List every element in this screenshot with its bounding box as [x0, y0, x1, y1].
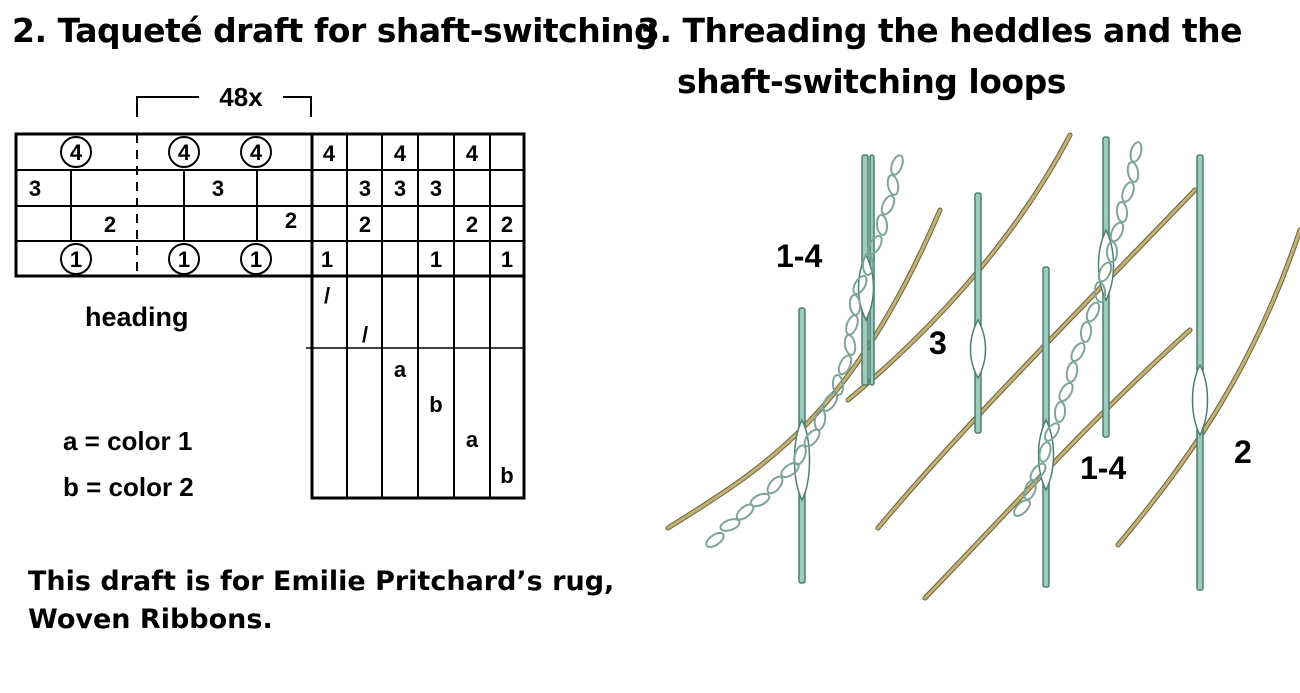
heddle-illustration [665, 132, 1300, 601]
note-line1: This draft is for Emilie Pritchard’s rug… [28, 566, 615, 597]
illustration-title-line2: shaft-switching loops [677, 62, 1066, 101]
taquete-draft: 48x 4 4 4 4 4 4 [14, 82, 526, 500]
thread-2-e: 2 [501, 212, 513, 237]
thread-4-f: 4 [466, 141, 479, 166]
label-1-4-right: 1-4 [1080, 450, 1127, 486]
thread-1-d: 1 [321, 247, 333, 272]
note-line2: Woven Ribbons. [28, 604, 273, 635]
heddle-2 [1191, 154, 1209, 591]
thread-3-c: 3 [359, 176, 371, 201]
treadle-b-2: b [500, 463, 513, 488]
treadle-a-1: a [394, 357, 407, 382]
thread-3-b: 3 [212, 176, 224, 201]
heddle-1-4-right-back [1097, 136, 1115, 438]
label-2: 2 [1234, 434, 1252, 470]
thread-1-f: 1 [501, 247, 513, 272]
heddle-1-4-back [857, 154, 875, 386]
warp-threads [665, 132, 1300, 601]
treadling-grid [306, 274, 526, 500]
thread-1-a: 1 [70, 247, 82, 272]
thread-1-b: 1 [178, 247, 190, 272]
legend-b: b = color 2 [63, 472, 194, 502]
thread-1-e: 1 [430, 247, 442, 272]
illustration-title-line1: 3. Threading the heddles and the [637, 11, 1243, 50]
thread-2-d: 2 [466, 212, 478, 237]
label-1-4-left: 1-4 [776, 238, 823, 274]
circled-marks-row4 [60, 136, 272, 168]
thread-3-e: 3 [430, 176, 442, 201]
thread-4-a: 4 [70, 140, 83, 165]
repeat-label: 48x [219, 82, 263, 112]
thread-3-d: 3 [394, 176, 406, 201]
treadle-a-2: a [466, 427, 479, 452]
thread-4-b: 4 [178, 140, 191, 165]
heading-label: heading [85, 302, 189, 332]
draft-title: 2. Taqueté draft for shaft-switching [12, 11, 658, 50]
circled-marks-row1 [60, 243, 272, 275]
treadle-b-1: b [429, 392, 442, 417]
heddle-3 [969, 192, 987, 434]
thread-2-c: 2 [359, 212, 371, 237]
thread-4-e: 4 [394, 141, 407, 166]
label-3: 3 [929, 325, 947, 361]
thread-1-c: 1 [250, 247, 262, 272]
thread-4-d: 4 [323, 141, 336, 166]
thread-2-a: 2 [104, 212, 116, 237]
legend-a: a = color 1 [63, 426, 193, 456]
thread-4-c: 4 [250, 140, 263, 165]
thread-3-a: 3 [29, 176, 41, 201]
repeat-bracket [136, 96, 312, 117]
warp-thread-5 [1115, 227, 1300, 548]
treadle-slash-2: / [362, 322, 368, 347]
warp-thread-2 [845, 132, 1073, 403]
heddle-1-4-right-front [1037, 266, 1055, 588]
thread-2-b: 2 [285, 208, 297, 233]
treadle-slash-1: / [324, 283, 330, 308]
